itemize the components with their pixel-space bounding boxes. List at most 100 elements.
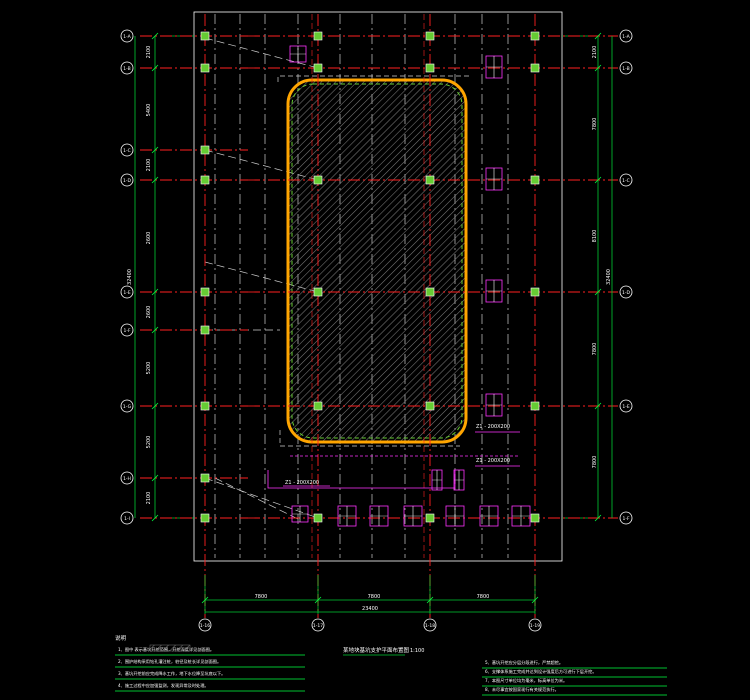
column-r4-c2 (425, 287, 435, 297)
pile-tag-mid-1 (431, 469, 443, 491)
svg-text:1-D: 1-D (123, 178, 131, 184)
note-left-4: 4、施工过程中应加强监测，发现异常及时处理。 (115, 682, 305, 692)
svg-text:1-C: 1-C (123, 148, 131, 154)
legend-hatch-swatch (149, 644, 191, 652)
pile-tag-bottom-1 (337, 505, 357, 527)
right-dim-2: 7800 (592, 118, 598, 131)
svg-text:1-H: 1-H (123, 476, 131, 482)
bottom-dimension-line (205, 599, 535, 613)
svg-text:1-19: 1-19 (530, 623, 540, 629)
axis-bubble-bottom-4: 1-19 (528, 618, 542, 632)
axis-grid (140, 14, 618, 618)
bottom-dim-3: 7800 (477, 594, 490, 600)
column-r5-c1 (313, 401, 323, 411)
notes: 说明 1、图中 表示基坑开挖范围，开挖深度详见剖面图。2、围护结构采用钻孔灌注桩… (115, 634, 667, 696)
left-dim-3: 2100 (146, 159, 152, 172)
column-r3-c3 (530, 175, 540, 185)
excavation-inner-edge (291, 83, 463, 439)
svg-text:1-I: 1-I (124, 516, 130, 522)
svg-text:1-D: 1-D (622, 290, 630, 296)
column-r1-c1 (313, 31, 323, 41)
axis-bubble-bottom-1: 1-16 (198, 618, 212, 632)
column-r5-c2 (425, 401, 435, 411)
pile-tag-bottom-2 (369, 505, 389, 527)
note-right-2: 6、支撑体系施工完成并达到设计强度后方可进行下层开挖。 (482, 668, 667, 678)
excavation-area (286, 78, 468, 444)
svg-text:1-C: 1-C (622, 178, 630, 184)
axis-bubble-left-9: 1-I (120, 511, 134, 525)
svg-text:1-16: 1-16 (200, 623, 210, 629)
axis-bubble-left-1: 1-A (120, 29, 134, 43)
svg-text:1-A: 1-A (622, 34, 630, 40)
left-dim-2: 5400 (146, 104, 152, 117)
column-r4-c3 (530, 287, 540, 297)
axis-bubble-left-4: 1-D (120, 173, 134, 187)
axis-bubble-bottom-3: 1-18 (423, 618, 437, 632)
right-dim-3: 8100 (592, 230, 598, 243)
note-right-3: 7、本图尺寸单位均为毫米，标高单位为米。 (482, 677, 667, 687)
wall-label-a: Z1 - 200X200 (476, 424, 510, 430)
right-dimension-line (597, 36, 613, 518)
column-r1-c3 (530, 31, 540, 41)
pile-tag-right-3 (485, 279, 503, 303)
axis-bubble-right-6: 1-F (619, 511, 633, 525)
axis-bubbles: 1-A1-B1-C1-D1-E1-F1-G1-H1-I1-A1-B1-C1-D1… (120, 29, 633, 632)
column-r3-c1 (313, 175, 323, 185)
column-r3-c2 (425, 175, 435, 185)
column-left-5 (200, 287, 210, 297)
left-dim-7: 5200 (146, 436, 152, 449)
excavation-offset-lines (277, 75, 470, 447)
wall-label-b: Z1 - 200X200 (476, 458, 510, 464)
axis-bubble-left-5: 1-E (120, 285, 134, 299)
notes-heading: 说明 (115, 634, 127, 642)
pile-tag-mid-2 (453, 469, 465, 491)
left-dimension-texts: 2100 5400 2100 2600 2600 5200 5200 2100 … (127, 46, 152, 505)
svg-text:1-F: 1-F (123, 328, 130, 334)
pile-tags (289, 45, 531, 527)
svg-text:5、基坑开挖应分层分段进行，严禁超挖。: 5、基坑开挖应分层分段进行，严禁超挖。 (485, 659, 563, 666)
column-left-6 (200, 325, 210, 335)
column-left-1 (200, 31, 210, 41)
pile-tag-right-2 (485, 167, 503, 191)
column-r6-c2 (425, 513, 435, 523)
axis-bubble-right-1: 1-A (619, 29, 633, 43)
left-dim-5: 2600 (146, 306, 152, 319)
svg-text:4、施工过程中应加强监测，发现异常及时处理。: 4、施工过程中应加强监测，发现异常及时处理。 (118, 682, 209, 689)
column-left-2 (200, 63, 210, 73)
svg-text:2、围护结构采用钻孔灌注桩，桩径及桩长详见剖面图。: 2、围护结构采用钻孔灌注桩，桩径及桩长详见剖面图。 (118, 658, 221, 665)
note-left-2: 2、围护结构采用钻孔灌注桩，桩径及桩长详见剖面图。 (115, 658, 305, 668)
left-dimension-line (134, 36, 156, 518)
column-r6-c3 (530, 513, 540, 523)
bottom-dim-1: 7800 (255, 594, 268, 600)
svg-text:7、本图尺寸单位均为毫米，标高单位为米。: 7、本图尺寸单位均为毫米，标高单位为米。 (485, 677, 567, 684)
column-r4-c1 (313, 287, 323, 297)
axis-bubble-bottom-2: 1-17 (311, 618, 325, 632)
column-left-9 (200, 513, 210, 523)
pile-tag-right-4 (485, 393, 503, 417)
pile-tag-bottom-3 (403, 505, 423, 527)
axis-bubble-right-4: 1-D (619, 285, 633, 299)
svg-text:1-E: 1-E (622, 404, 629, 410)
column-r6-c1 (313, 513, 323, 523)
svg-text:1-E: 1-E (123, 290, 130, 296)
column-left-4 (200, 175, 210, 185)
svg-text:1-18: 1-18 (425, 623, 435, 629)
svg-text:8、未尽事宜按国家现行有关规范执行。: 8、未尽事宜按国家现行有关规范执行。 (485, 686, 559, 693)
drawing-scale: 1:100 (410, 648, 424, 654)
right-dim-4: 7800 (592, 343, 598, 356)
pile-tag-bottom-5 (479, 505, 499, 527)
axis-bubble-right-3: 1-C (619, 173, 633, 187)
axis-bubble-left-7: 1-G (120, 399, 134, 413)
drawing-title: 某地块基坑支护平面布置图 (343, 646, 410, 654)
svg-text:1-A: 1-A (123, 34, 131, 40)
note-right-4: 8、未尽事宜按国家现行有关规范执行。 (482, 686, 667, 696)
svg-text:1-B: 1-B (123, 66, 130, 72)
column-r2-c2 (425, 63, 435, 73)
wall-labels: Z1 - 200X200 Z1 - 200X200 Z1 - 200X200 (267, 424, 520, 489)
svg-text:1-F: 1-F (622, 516, 629, 522)
column-r2-c3 (530, 63, 540, 73)
pile-tag-right-1 (485, 55, 503, 79)
note-right-1: 5、基坑开挖应分层分段进行，严禁超挖。 (482, 659, 667, 669)
axis-bubble-left-2: 1-B (120, 61, 134, 75)
